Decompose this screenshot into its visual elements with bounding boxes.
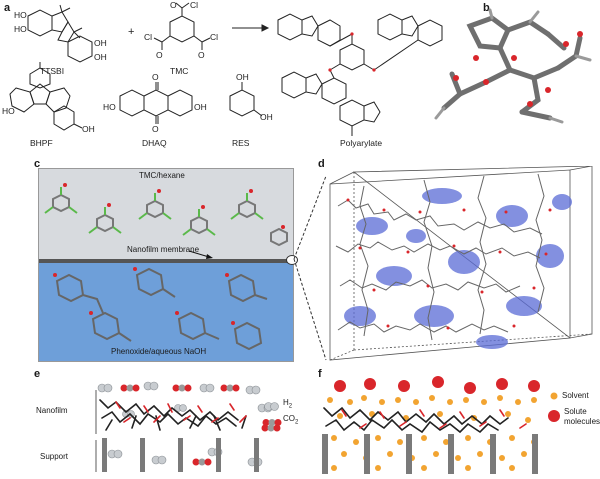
ttsbi-label: TTSBI: [40, 66, 65, 76]
solute-legend-label-line1: Solute: [564, 407, 587, 416]
bhpf-label: BHPF: [30, 138, 53, 148]
panel-letter-b: b: [483, 2, 490, 14]
ho-group-label: HO: [103, 102, 116, 112]
co2-legend-label: CO2: [283, 414, 299, 426]
oh-group-label: OH: [236, 72, 249, 82]
h2-legend-label: H2: [283, 398, 293, 410]
solvent-filtration-drawing: [322, 376, 560, 474]
membrane-label: Nanofilm membrane: [127, 245, 200, 254]
zoom-lines: [293, 175, 327, 361]
o-group-label: O: [152, 124, 159, 134]
panel-letter-f: f: [318, 368, 322, 380]
nanofilm-label: Nanofilm: [36, 406, 68, 415]
oh-group-label: OH: [194, 102, 207, 112]
ho-group-label: HO: [2, 106, 15, 116]
solvent-legend-label: Solvent: [562, 391, 589, 400]
co2-legend-icon: [262, 414, 282, 426]
organic-phase: [39, 169, 293, 259]
panel-e-gas-separation: Nanofilm Support H2 CO2: [36, 378, 306, 474]
molecules-drawing: [44, 183, 288, 351]
polyarylate-label: Polyarylate: [340, 138, 383, 148]
nanofilm-membrane-line: [39, 259, 293, 263]
panel-letter-e: e: [34, 368, 41, 380]
reaction-scheme-drawing: [9, 2, 443, 136]
o-group-label: O: [152, 72, 159, 82]
o-group-label: O: [198, 50, 205, 60]
panel-b-molecular-model: [430, 8, 598, 126]
simulation-box-drawing: [329, 165, 593, 361]
o-group-label: O: [156, 50, 163, 60]
gas-separation-drawing: [95, 381, 281, 472]
plus-sign: +: [128, 26, 135, 38]
oh-group-label: OH: [260, 112, 273, 122]
ho-group-label: HO: [14, 10, 27, 20]
panel-letter-c: c: [34, 158, 41, 170]
ho-group-label: HO: [14, 24, 27, 34]
res-label: RES: [232, 138, 250, 148]
support-label: Support: [40, 452, 69, 461]
o-group-label: O: [170, 0, 177, 10]
panel-letter-a: a: [4, 2, 11, 14]
oh-group-label: OH: [94, 38, 107, 48]
cl-group-label: Cl: [190, 0, 199, 10]
panel-c-interface: TMC/hexane Nanofilm membrane Phenoxide/a…: [38, 168, 294, 362]
organic-phase-label: TMC/hexane: [139, 171, 185, 180]
cl-group-label: Cl: [210, 32, 219, 42]
panel-letter-d: d: [318, 158, 325, 170]
h2-legend-icon: [264, 398, 280, 411]
cl-group-label: Cl: [144, 32, 153, 42]
oh-group-label: OH: [82, 124, 95, 134]
tmc-label: TMC: [170, 66, 189, 76]
dhaq-label: DHAQ: [142, 138, 167, 148]
panel-d-simulation-box: [324, 165, 596, 366]
panel-f-solvent-filtration: Solvent Solute molecules: [320, 376, 600, 474]
zoom-marker: [286, 255, 298, 265]
aqueous-phase-label: Phenoxide/aqueous NaOH: [111, 347, 207, 356]
oh-group-label: OH: [94, 52, 107, 62]
solute-legend-label-line2: molecules: [564, 417, 600, 426]
panel-a-reaction-scheme: [0, 0, 480, 150]
molecular-model-drawing: [434, 8, 592, 124]
